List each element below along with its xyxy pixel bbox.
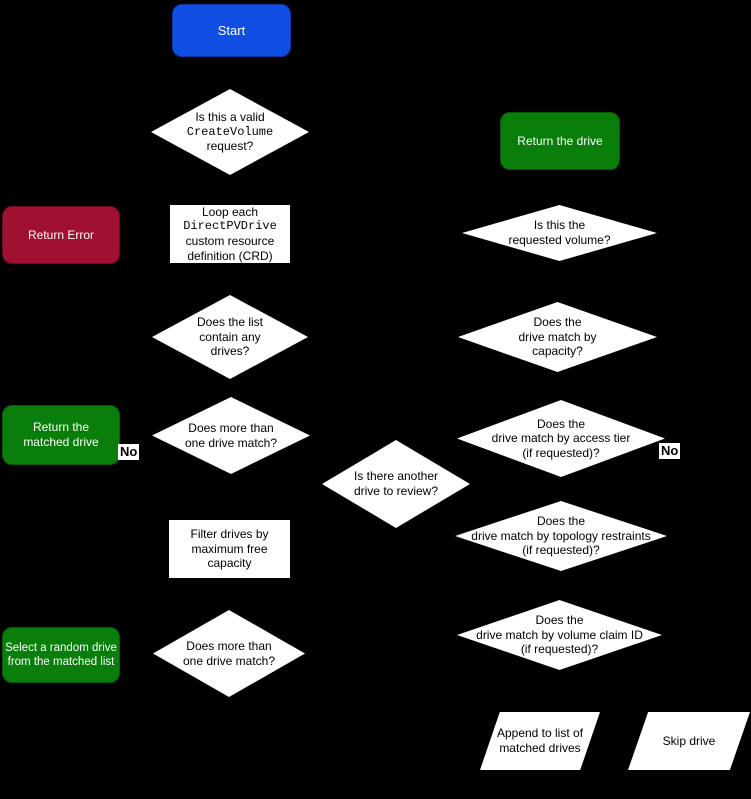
valid-createvolume-line1: Is this a valid [195, 110, 265, 125]
return-error-node: Return Error [2, 206, 120, 264]
multiple-drives-match-bottom-label: Does more than one drive match? [182, 638, 276, 668]
no-edge-label-left: No [118, 444, 140, 460]
another-drive-decision: Is there another drive to review? [322, 440, 470, 528]
loop-directpvdrive-process: Loop each DirectPVDrive custom resource … [170, 205, 290, 263]
skip-drive-io: Skip drive [628, 712, 750, 770]
another-drive-label: Is there another drive to review? [353, 469, 439, 498]
return-the-drive-node: Return the drive [500, 112, 620, 170]
multiple-drives-match-top-label: Does more than one drive match? [184, 420, 278, 450]
loop-crd-line2: custom resource definition (CRD) [185, 234, 275, 263]
select-random-drive-node: Select a random drive from the matched l… [2, 627, 120, 683]
match-topology-decision: Does the drive match by topology restrai… [455, 501, 667, 571]
append-matched-drives-label: Append to list of matched drives [496, 726, 584, 755]
valid-createvolume-line2: request? [206, 139, 254, 154]
loop-crd-line1: Loop each [201, 204, 259, 219]
requested-volume-decision: Is this the requested volume? [462, 205, 657, 261]
multiple-drives-match-decision-top: Does more than one drive match? [152, 397, 310, 474]
append-matched-drives-io: Append to list of matched drives [480, 712, 600, 770]
match-access-tier-decision: Does the drive match by access tier (if … [457, 400, 665, 477]
match-access-tier-label: Does the drive match by access tier (if … [491, 416, 631, 460]
requested-volume-label: Is this the requested volume? [508, 218, 611, 247]
match-capacity-label: Does the drive match by capacity? [518, 315, 597, 359]
match-volume-claim-decision: Does the drive match by volume claim ID … [457, 600, 662, 670]
return-the-drive-label: Return the drive [517, 133, 603, 148]
filter-max-capacity-process: Filter drives by maximum free capacity [169, 520, 290, 578]
select-random-drive-label: Select a random drive from the matched l… [5, 641, 117, 668]
loop-crd-code: DirectPVDrive [183, 219, 277, 234]
return-error-label: Return Error [27, 227, 95, 242]
match-capacity-decision: Does the drive match by capacity? [458, 302, 657, 372]
filter-max-capacity-label: Filter drives by maximum free capacity [190, 527, 269, 571]
return-matched-drive-label: Return the matched drive [23, 420, 99, 449]
list-contains-drives-label: Does the list contain any drives? [196, 315, 264, 359]
list-contains-drives-decision: Does the list contain any drives? [152, 295, 308, 379]
match-topology-label: Does the drive match by topology restrai… [471, 514, 651, 558]
return-matched-drive-node: Return the matched drive [2, 405, 120, 465]
valid-createvolume-code: CreateVolume [186, 124, 274, 139]
multiple-drives-match-decision-bottom: Does more than one drive match? [153, 610, 305, 697]
valid-createvolume-decision: Is this a valid CreateVolume request? [151, 89, 309, 175]
no-edge-label-right: No [659, 443, 681, 459]
start-node: Start [172, 4, 291, 57]
match-volume-claim-label: Does the drive match by volume claim ID … [476, 613, 643, 657]
start-label: Start [217, 22, 246, 38]
skip-drive-label: Skip drive [662, 733, 716, 748]
